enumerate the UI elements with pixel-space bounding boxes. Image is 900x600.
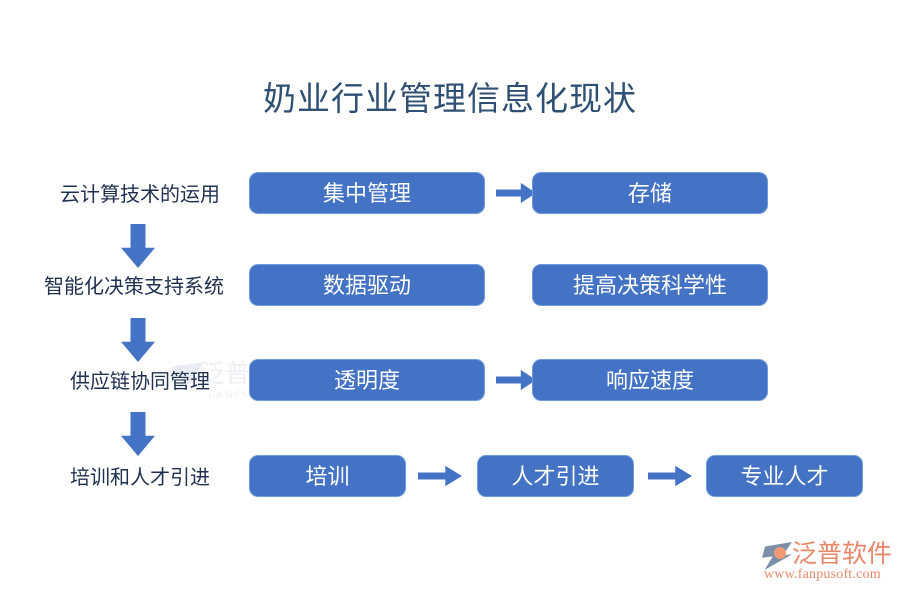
flow-row-1: 云计算技术的运用 集中管理 存储 — [0, 172, 900, 218]
box-response-speed[interactable]: 响应速度 — [532, 359, 768, 401]
row-label-training-and-talent: 培训和人才引进 — [70, 467, 210, 489]
box-storage[interactable]: 存储 — [532, 172, 768, 214]
box-talent-introduction[interactable]: 人才引进 — [477, 455, 634, 497]
flow-arrow-down-3-icon — [121, 412, 155, 456]
flow-row-3: 供应链协同管理 透明度 响应速度 — [0, 359, 900, 405]
arrow-right-icon-row1 — [496, 182, 536, 204]
box-transparency[interactable]: 透明度 — [249, 359, 485, 401]
row-label-supply-chain-collaboration: 供应链协同管理 — [70, 371, 210, 393]
brand-dot-icon — [774, 547, 786, 559]
page-title: 奶业行业管理信息化现状 — [263, 82, 637, 118]
arrow-right-icon-row4-a — [418, 465, 462, 487]
brand-name: 泛普软件 — [792, 541, 893, 568]
flow-row-4: 培训和人才引进 培训 人才引进 专业人才 — [0, 455, 900, 501]
box-centralized-management[interactable]: 集中管理 — [249, 172, 485, 214]
box-data-driven[interactable]: 数据驱动 — [249, 264, 485, 306]
arrow-right-icon-row3 — [496, 369, 536, 391]
brand-url: www.fanpusoft.com — [764, 567, 881, 582]
flow-arrow-down-1-icon — [121, 224, 155, 268]
arrow-right-icon-row4-b — [648, 465, 692, 487]
flow-arrow-down-2-icon — [121, 318, 155, 362]
brand-logo: 泛普软件 www.fanpusoft.com — [762, 534, 892, 590]
row-label-cloud-computing: 云计算技术的运用 — [60, 184, 220, 206]
flow-row-2: 智能化决策支持系统 数据驱动 提高决策科学性 — [0, 264, 900, 310]
box-professional-talent[interactable]: 专业人才 — [706, 455, 863, 497]
row-label-intelligent-decision-support: 智能化决策支持系统 — [44, 276, 224, 298]
box-training[interactable]: 培训 — [249, 455, 406, 497]
box-improve-decision-science[interactable]: 提高决策科学性 — [532, 264, 768, 306]
